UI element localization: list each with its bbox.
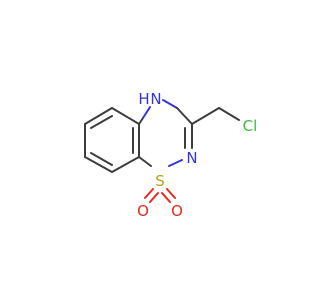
bond-s-o1-a (144, 188, 154, 199)
bond-c6-n4-b (142, 106, 151, 119)
bond-c1-c2 (84, 107, 113, 125)
bond-c3-ch2 (191, 107, 220, 125)
bond-s-o1-b (149, 192, 159, 203)
bond-s-n2 (168, 159, 183, 167)
bond-c6-c1 (111, 107, 140, 125)
atom-cl-label: Cl (243, 117, 258, 135)
bond-n4-c3-b (176, 107, 193, 125)
bond-c3-c4 (84, 156, 113, 173)
atom-h-label: H (138, 90, 149, 108)
bond-n4-c3-a (162, 99, 178, 109)
bond-c6-n4 (138, 117, 144, 125)
molecule-svg: N H N S O O Cl (84, 90, 258, 220)
bond-ch2-cl (218, 107, 240, 121)
bond-s-o2-b (161, 192, 171, 203)
atom-o1-label: O (137, 202, 149, 220)
atom-s-label: S (155, 172, 165, 190)
bond-s-o2-a (166, 188, 176, 199)
bond-inner-2 (90, 152, 113, 166)
structure-diagram: N H N S O O Cl (84, 90, 258, 220)
bond-c5-s (138, 156, 152, 167)
atom-n4-label: N (150, 90, 161, 108)
atom-o2-label: O (171, 202, 183, 220)
bond-c4-c5 (111, 156, 140, 173)
bond-inner-1 (90, 115, 113, 129)
atom-n2-label: N (186, 149, 197, 167)
